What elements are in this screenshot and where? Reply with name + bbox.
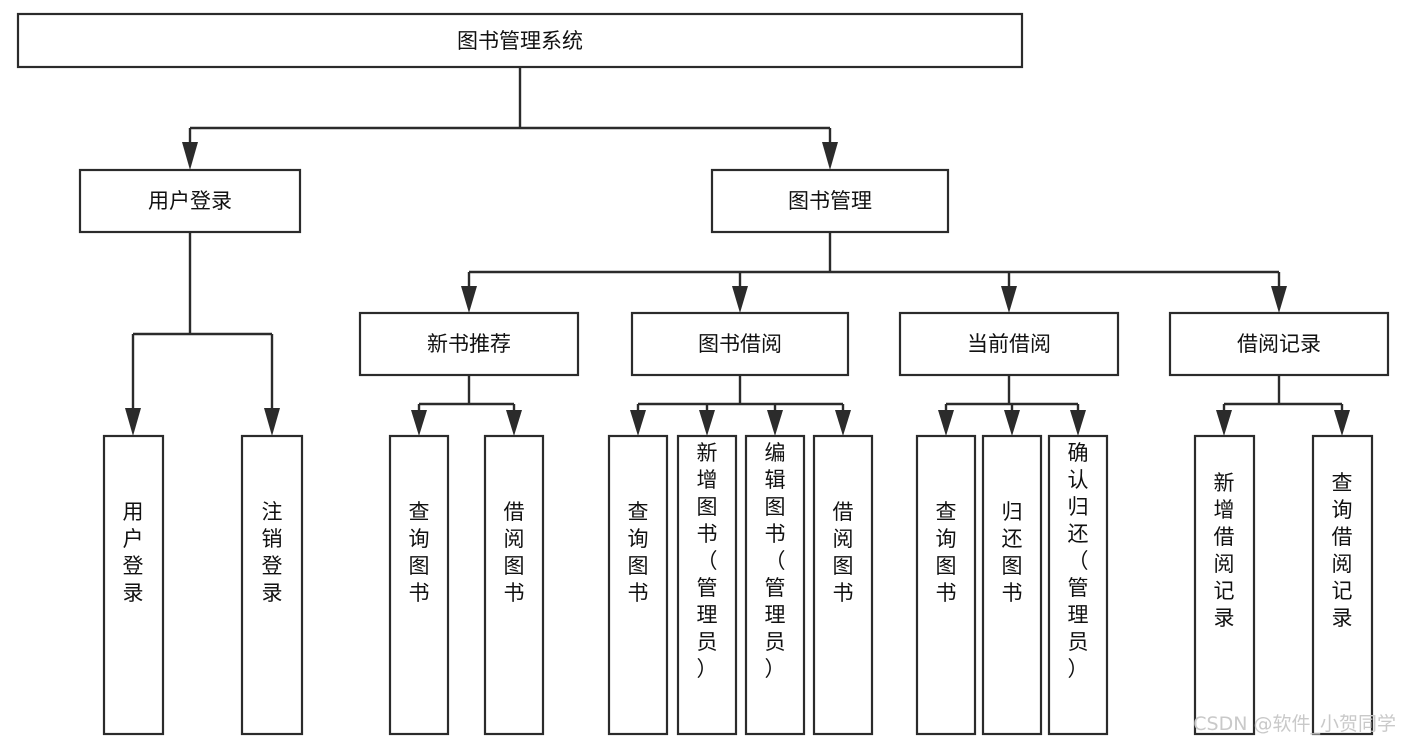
- node-leaf-borrow-book-1[interactable]: 借阅图书: [483, 434, 545, 736]
- node-box-leaf-edit-book[interactable]: [744, 434, 806, 736]
- csdn-watermark: CSDN @软件_小贺同学: [1193, 713, 1396, 735]
- node-leaf-query-book-2[interactable]: 查询图书: [607, 434, 669, 736]
- node-box-leaf-user-logout[interactable]: [240, 434, 304, 736]
- node-label-leaf-user-logout: 注销登录: [262, 500, 283, 605]
- node-new-book-rec[interactable]: 新书推荐: [358, 311, 580, 377]
- arrow-leaf-borrow-book-1: [506, 410, 522, 436]
- node-borrow-record[interactable]: 借阅记录: [1168, 311, 1390, 377]
- node-label-leaf-borrow-book-2: 借阅图书: [833, 500, 854, 605]
- node-box-root[interactable]: [16, 12, 1024, 69]
- node-box-leaf-borrow-book-2[interactable]: [812, 434, 874, 736]
- node-leaf-edit-book[interactable]: 编辑图书（管理员）: [744, 434, 806, 736]
- node-box-borrow-record[interactable]: [1168, 311, 1390, 377]
- node-box-leaf-query-book-1[interactable]: [388, 434, 450, 736]
- arrow-root-to-book-manage: [822, 142, 838, 170]
- node-label-leaf-query-book-1: 查询图书: [409, 500, 430, 605]
- node-box-leaf-add-record[interactable]: [1193, 434, 1256, 736]
- arrow-to-current-borrow: [1001, 286, 1017, 313]
- node-root[interactable]: 图书管理系统: [16, 12, 1024, 69]
- node-box-leaf-query-book-3[interactable]: [915, 434, 977, 736]
- node-label-leaf-add-record: 新增借阅记录: [1214, 471, 1235, 630]
- node-leaf-user-login[interactable]: 用户登录: [102, 434, 165, 736]
- node-box-current-borrow[interactable]: [898, 311, 1120, 377]
- node-leaf-return-book[interactable]: 归还图书: [981, 434, 1043, 736]
- node-label-new-book-rec: 新书推荐: [427, 332, 511, 356]
- arrow-to-book-borrow: [732, 286, 748, 313]
- node-label-leaf-query-record: 查询借阅记录: [1332, 471, 1353, 630]
- arrow-leaf-borrow-book-2: [835, 410, 851, 436]
- arrow-to-borrow-record: [1271, 286, 1287, 313]
- node-label-leaf-add-book: 新增图书（管理员）: [697, 441, 718, 681]
- node-box-leaf-confirm-return[interactable]: [1047, 434, 1109, 736]
- node-book-manage[interactable]: 图书管理: [710, 168, 950, 234]
- arrow-leaf-edit-book: [767, 410, 783, 436]
- node-leaf-query-record[interactable]: 查询借阅记录: [1311, 434, 1374, 736]
- arrow-leaf-user-logout: [264, 408, 280, 436]
- node-leaf-user-logout[interactable]: 注销登录: [240, 434, 304, 736]
- node-box-user-login[interactable]: [78, 168, 302, 234]
- arrow-leaf-query-book-3: [938, 410, 954, 436]
- node-box-leaf-query-book-2[interactable]: [607, 434, 669, 736]
- arrow-to-new-book-rec: [461, 286, 477, 313]
- node-box-book-borrow[interactable]: [630, 311, 850, 377]
- node-label-book-borrow: 图书借阅: [698, 332, 782, 356]
- node-label-leaf-edit-book: 编辑图书（管理员）: [765, 441, 786, 681]
- node-label-current-borrow: 当前借阅: [967, 332, 1051, 356]
- arrow-leaf-add-book: [699, 410, 715, 436]
- node-label-leaf-query-book-2: 查询图书: [628, 500, 649, 605]
- arrow-leaf-user-login: [125, 408, 141, 436]
- arrow-leaf-return-book: [1004, 410, 1020, 436]
- node-current-borrow[interactable]: 当前借阅: [898, 311, 1120, 377]
- node-box-leaf-add-book[interactable]: [676, 434, 738, 736]
- node-label-book-manage: 图书管理: [788, 189, 872, 213]
- node-box-book-manage[interactable]: [710, 168, 950, 234]
- arrow-leaf-query-book-1: [411, 410, 427, 436]
- arrow-leaf-add-record: [1216, 410, 1232, 436]
- node-leaf-add-book[interactable]: 新增图书（管理员）: [676, 434, 738, 736]
- node-box-new-book-rec[interactable]: [358, 311, 580, 377]
- node-label-root: 图书管理系统: [457, 29, 583, 53]
- arrow-root-to-user-login: [182, 142, 198, 170]
- node-label-user-login: 用户登录: [148, 189, 232, 213]
- node-leaf-query-book-3[interactable]: 查询图书: [915, 434, 977, 736]
- node-leaf-add-record[interactable]: 新增借阅记录: [1193, 434, 1256, 736]
- node-box-leaf-return-book[interactable]: [981, 434, 1043, 736]
- edges-layer: [125, 67, 1350, 436]
- node-label-leaf-borrow-book-1: 借阅图书: [504, 500, 525, 605]
- node-user-login[interactable]: 用户登录: [78, 168, 302, 234]
- arrow-leaf-confirm-return: [1070, 410, 1086, 436]
- node-label-leaf-return-book: 归还图书: [1002, 500, 1023, 605]
- arrow-leaf-query-record: [1334, 410, 1350, 436]
- node-box-leaf-query-record[interactable]: [1311, 434, 1374, 736]
- node-label-borrow-record: 借阅记录: [1237, 332, 1321, 356]
- node-leaf-borrow-book-2[interactable]: 借阅图书: [812, 434, 874, 736]
- node-leaf-confirm-return[interactable]: 确认归还（管理员）: [1047, 434, 1109, 736]
- node-box-leaf-user-login[interactable]: [102, 434, 165, 736]
- arrow-leaf-query-book-2: [630, 410, 646, 436]
- node-label-leaf-user-login: 用户登录: [123, 500, 144, 605]
- node-book-borrow[interactable]: 图书借阅: [630, 311, 850, 377]
- node-leaf-query-book-1[interactable]: 查询图书: [388, 434, 450, 736]
- node-box-leaf-borrow-book-1[interactable]: [483, 434, 545, 736]
- node-label-leaf-query-book-3: 查询图书: [936, 500, 957, 605]
- node-label-leaf-confirm-return: 确认归还（管理员）: [1068, 441, 1089, 681]
